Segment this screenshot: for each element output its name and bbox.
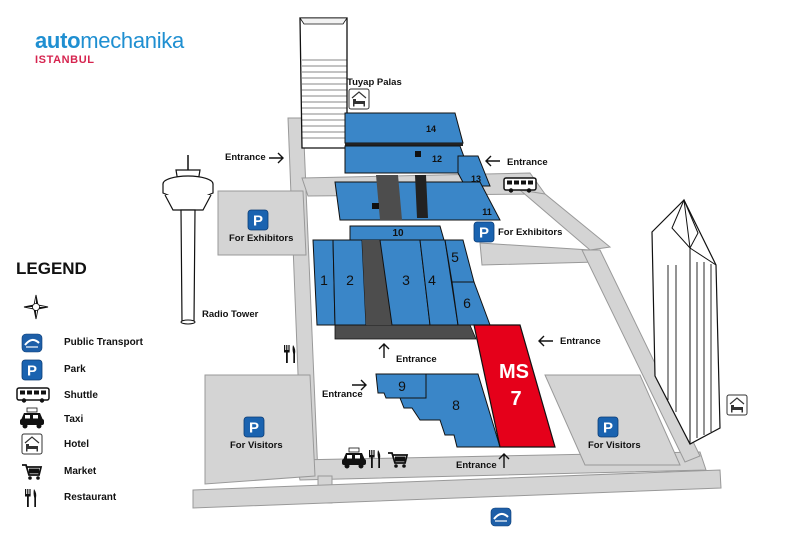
hall-13-label: 13 — [471, 174, 481, 184]
legend-label-park: Park — [64, 364, 86, 375]
entrance-arrow-right-ms7 — [538, 335, 554, 347]
hotel-icon — [21, 433, 43, 455]
label-parking-visitors-right: For Visitors — [588, 440, 641, 451]
corridor-upper-2 — [415, 175, 428, 218]
parking-icon-exhibitors-right — [473, 221, 495, 243]
corridor-mid — [362, 240, 392, 325]
parking-icon-visitors-left — [243, 416, 265, 438]
label-tuyap-palas: Tuyap Palas — [347, 77, 402, 88]
legend-label-market: Market — [64, 466, 97, 477]
hall-ms7[interactable] — [473, 324, 556, 448]
legend-title: LEGEND — [16, 259, 87, 278]
hall-12[interactable] — [344, 145, 471, 174]
hotel-icon-tuyap — [348, 88, 370, 110]
logo-city: ISTANBUL — [35, 54, 95, 66]
hall-12-label: 12 — [432, 154, 442, 164]
label-radio-tower: Radio Tower — [202, 309, 259, 320]
logo-brand-mechanika: mechanika — [80, 28, 184, 53]
hall-5-label: 5 — [451, 249, 459, 265]
public-transport-icon-map — [490, 507, 512, 527]
market-cart-icon — [21, 464, 42, 481]
label-entrance-hall-9: Entrance — [322, 389, 363, 400]
label-entrance-right-13: Entrance — [507, 157, 548, 168]
entrance-arrow-left-top — [268, 152, 284, 164]
hall-6-label: 6 — [463, 295, 471, 311]
corridor-bottom — [334, 324, 477, 340]
radio-tower — [162, 155, 214, 325]
hall-8-label: 8 — [452, 397, 460, 413]
legend-label-hotel: Hotel — [64, 439, 89, 450]
corridor-upper — [376, 175, 402, 220]
label-parking-exhibitors-left: For Exhibitors — [229, 233, 294, 244]
parking-icon-visitors-right — [597, 416, 619, 438]
shuttle-bus-icon — [16, 387, 50, 404]
compass-icon — [23, 294, 49, 320]
hall-10-label: 10 — [392, 228, 404, 239]
hall-ms7-label-line2: 7 — [510, 388, 521, 410]
hotel-icon-right — [726, 394, 748, 416]
restaurant-icon-map-1 — [284, 345, 296, 363]
hall-2-label: 2 — [346, 272, 354, 288]
hall-6[interactable] — [451, 281, 491, 326]
label-parking-exhibitors-right: For Exhibitors — [498, 227, 563, 238]
tuyap-palas-building — [299, 17, 348, 149]
shuttle-bus-icon-map — [503, 177, 537, 194]
hall-4-label: 4 — [428, 272, 436, 288]
restaurant-icon — [25, 489, 37, 507]
hall-ms7-label-line1: MS — [499, 361, 529, 383]
legend-label-taxi: Taxi — [64, 414, 84, 425]
hall-14[interactable] — [344, 112, 464, 144]
label-entrance-right-ms7: Entrance — [560, 336, 601, 347]
hall-upper-edge — [345, 143, 463, 146]
parking-icon — [21, 359, 43, 381]
label-entrance-bottom: Entrance — [456, 460, 497, 471]
legend-label-shuttle: Shuttle — [64, 390, 98, 401]
entrance-arrow-right-13 — [485, 155, 501, 167]
legend-label-restaurant: Restaurant — [64, 492, 117, 503]
label-parking-visitors-left: For Visitors — [230, 440, 283, 451]
logo-brand-auto: auto — [35, 28, 81, 53]
hall-11-marker — [372, 203, 379, 209]
hall-1-label: 1 — [320, 272, 328, 288]
legend-label-public-transport: Public Transport — [64, 337, 143, 348]
label-entrance-left-top: Entrance — [225, 152, 266, 163]
automechanika-logo: automechanika ISTANBUL — [35, 28, 184, 67]
label-entrance-hall-block: Entrance — [396, 354, 437, 365]
hall-9-label: 9 — [398, 378, 406, 394]
taxi-icon — [19, 407, 45, 429]
hall-3-label: 3 — [402, 272, 410, 288]
entrance-arrow-up-hall-block — [378, 343, 390, 359]
public-transport-icon — [21, 333, 43, 353]
hall-11-label: 11 — [482, 207, 492, 217]
hall-14-label: 14 — [426, 124, 436, 134]
right-skyscraper — [651, 198, 721, 445]
parking-icon-exhibitors-left — [247, 209, 269, 231]
